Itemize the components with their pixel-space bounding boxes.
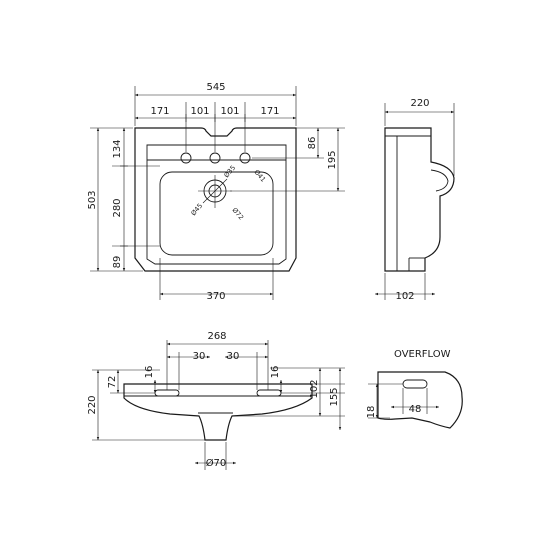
dim-tap-seg-4: 171 (260, 106, 279, 117)
front-bowl (159, 171, 274, 256)
side-view: 220 102 (375, 98, 455, 302)
overflow-detail: OVERFLOW 18 48 (366, 349, 463, 429)
dim-tap-centres: 268 (207, 331, 226, 342)
front-basin-outline (134, 127, 297, 272)
dim-seg-89: 89 (112, 256, 123, 269)
overflow-height: 18 (366, 406, 377, 419)
dim-side-depth: 220 (410, 98, 429, 109)
dim-tap-seg-3: 101 (220, 106, 239, 117)
dim-bottom-102: 102 (309, 379, 320, 398)
dim-bottom-16-right: 16 (270, 366, 281, 379)
dim-side-base: 102 (395, 291, 414, 302)
overflow-title: OVERFLOW (394, 349, 451, 360)
dim-seg-280: 280 (112, 198, 123, 217)
dim-overall-width: 545 (206, 82, 225, 93)
dim-bowl-width: 370 (206, 291, 225, 302)
dim-bottom-72: 72 (107, 376, 118, 389)
dim-bottom-16-left: 16 (144, 366, 155, 379)
front-inner-rim (146, 144, 287, 265)
dim-bottom-220: 220 (87, 395, 98, 414)
tap-hole-right (239, 152, 251, 164)
dim-tap-seg-2: 101 (190, 106, 209, 117)
dim-offset-right: 30 (227, 351, 240, 362)
overflow-outline (377, 371, 463, 429)
dim-right-195: 195 (327, 150, 338, 169)
dim-waste-dia: Ø70 (206, 457, 227, 469)
dim-bottom-155: 155 (329, 387, 340, 406)
tap-hole-centre (209, 152, 221, 164)
front-view: 545 171 101 101 171 503 134 280 89 86 19… (87, 82, 345, 302)
bottom-outline (123, 383, 313, 441)
dim-overall-height: 503 (87, 190, 98, 209)
dim-seg-134: 134 (112, 139, 123, 158)
side-outline (384, 127, 455, 272)
tap-hole-left (180, 152, 192, 164)
dim-tap-seg-1: 171 (150, 106, 169, 117)
overflow-width: 48 (409, 404, 422, 415)
dim-offset-left: 30 (193, 351, 206, 362)
bottom-view: 268 30 30 220 72 16 16 102 155 Ø70 (87, 331, 345, 470)
dim-right-86: 86 (307, 137, 318, 150)
